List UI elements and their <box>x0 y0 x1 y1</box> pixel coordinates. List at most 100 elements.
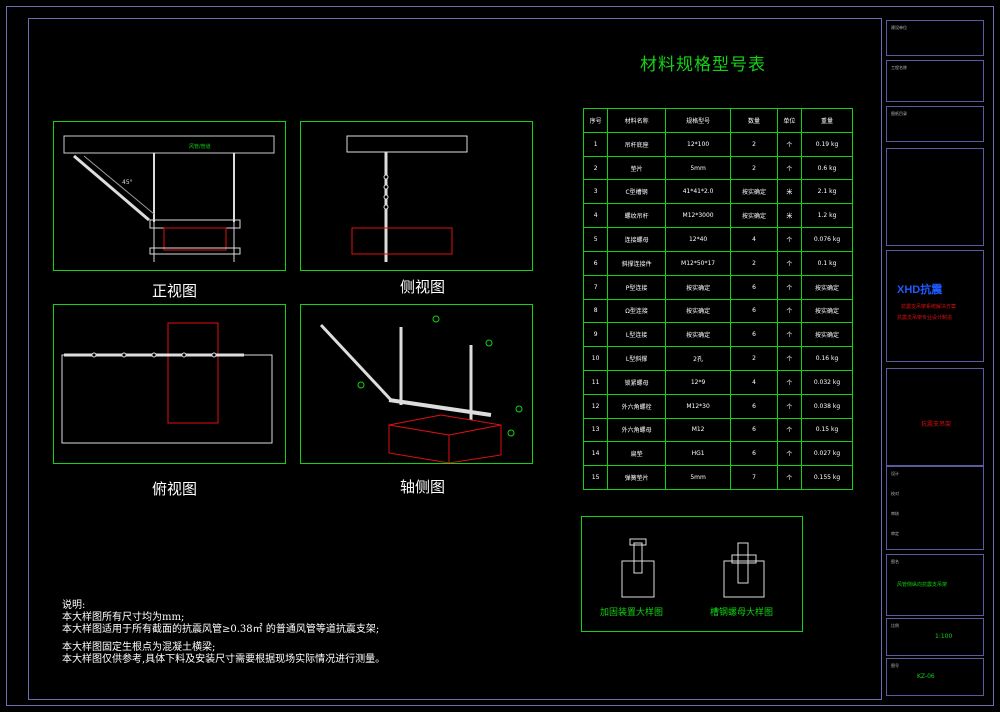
table-cell: 个 <box>776 465 803 490</box>
company-logo: XHD抗震 <box>897 284 943 296</box>
table-cell: 个 <box>776 322 803 348</box>
company-slogan: 抗震支吊架系统解决方案 <box>901 304 957 310</box>
table-cell: L型斜撑 <box>607 346 666 371</box>
table-cell: 个 <box>776 298 803 324</box>
tb-cell-empty <box>886 148 984 246</box>
table-cell: 8 <box>582 298 609 324</box>
table-cell: 个 <box>776 441 803 467</box>
table-cell: 米 <box>776 179 803 205</box>
table-cell: 个 <box>776 274 803 300</box>
table-cell: M12 <box>664 417 732 443</box>
table-cell: 0.076 kg <box>801 227 853 252</box>
notes-line: 本大样图所有尺寸均为mm; <box>62 612 185 623</box>
table-cell: 0.15 kg <box>801 417 853 443</box>
table-cell: 按实确定 <box>801 274 853 300</box>
table-cell: 13 <box>582 417 609 443</box>
title-block: 建设单位 工程名称 图纸目录 XHD抗震 抗震支吊架系统解决方案 抗震支吊架专业… <box>884 18 986 698</box>
table-cell: 4 <box>730 227 778 252</box>
table-header-cell: 规格型号 <box>664 108 732 133</box>
table-cell: 按实确定 <box>730 203 778 229</box>
table-cell: 2 <box>730 250 778 276</box>
table-cell: 0.16 kg <box>801 346 853 371</box>
table-cell: 个 <box>776 227 803 252</box>
notes-line: 本大样图仅供参考,具体下料及安装尺寸需要根据现场实际情况进行测量。 <box>62 654 386 665</box>
table-cell: 12*40 <box>664 227 732 252</box>
table-cell: 10 <box>582 346 609 371</box>
tb-cell-scale: 比例 1:100 <box>886 618 984 656</box>
drawing-code: KZ-06 <box>917 673 935 680</box>
table-cell: 按实确定 <box>801 298 853 324</box>
table-cell: 按实确定 <box>664 274 732 300</box>
plan-view-box <box>53 304 286 464</box>
tb-label: 建设单位 <box>891 25 907 30</box>
notes-title: 说明: <box>62 600 86 611</box>
table-cell: 按实确定 <box>664 298 732 324</box>
table-cell: 外六角螺母 <box>607 417 666 443</box>
svg-text:风管/管道: 风管/管道 <box>189 143 211 150</box>
table-cell: 3 <box>582 179 609 205</box>
front-view-drawing: 风管/管道 45° <box>63 135 275 262</box>
tb-cell-owner: 建设单位 <box>886 20 984 56</box>
table-header-cell: 单位 <box>776 108 803 133</box>
table-title: 材料规格型号表 <box>640 55 766 75</box>
detail-label-right: 槽钢螺母大样图 <box>710 608 774 618</box>
detail-drawing <box>621 538 765 598</box>
tb-label: 工程名称 <box>891 65 907 70</box>
table-cell: 11 <box>582 369 609 395</box>
table-cell: 6 <box>730 393 778 419</box>
tb-label: 图名 <box>891 559 899 564</box>
tb-label: 审定 <box>891 531 899 536</box>
table-cell: 5 <box>582 227 609 252</box>
tb-cell-index: 图纸目录 <box>886 106 984 142</box>
table-cell: 个 <box>776 393 803 419</box>
table-cell: Ω型连接 <box>607 298 666 324</box>
inner-frame <box>28 18 882 700</box>
table-cell: 15 <box>582 465 609 490</box>
axo-view-drawing <box>319 315 523 464</box>
table-cell: 扁垫 <box>607 441 666 467</box>
table-cell: 5mm <box>664 155 732 181</box>
table-cell: L型连接 <box>607 322 666 348</box>
table-cell: 2 <box>582 155 609 181</box>
table-cell: 2 <box>730 346 778 371</box>
table-cell: 0.155 kg <box>801 465 853 490</box>
tb-cell-signatures: 设计 校对 审核 审定 <box>886 466 984 550</box>
table-cell: HG1 <box>664 441 732 467</box>
table-cell: 6 <box>730 417 778 443</box>
table-cell: 按实确定 <box>801 322 853 348</box>
table-cell: 4 <box>582 203 609 229</box>
table-cell: 个 <box>776 250 803 276</box>
table-cell: 6 <box>730 322 778 348</box>
table-cell: 吊杆底座 <box>607 131 666 157</box>
drawing-name: 风管侧纵向抗震支吊架 <box>897 582 948 588</box>
side-view-drawing <box>346 135 468 262</box>
table-cell: 连接螺母 <box>607 227 666 252</box>
table-cell: 2.1 kg <box>801 179 853 205</box>
table-header-row: 序号材料名称规格型号数量单位重量 <box>582 108 853 133</box>
table-cell: 6 <box>730 274 778 300</box>
table-cell: M12*3000 <box>664 203 732 229</box>
table-cell: 米 <box>776 203 803 229</box>
table-cell: 弹簧垫片 <box>607 465 666 490</box>
table-cell: 0.032 kg <box>801 369 853 395</box>
table-cell: 9 <box>582 322 609 348</box>
tb-cell-project: 工程名称 <box>886 60 984 102</box>
notes-line: 本大样图适用于所有截面的抗震风管≥0.38㎡ 的普通风管等道抗震支架; <box>62 624 380 635</box>
table-cell: 斜撑连接件 <box>607 250 666 276</box>
table-cell: 12 <box>582 393 609 419</box>
table-cell: 6 <box>730 441 778 467</box>
table-cell: 0.19 kg <box>801 131 853 157</box>
table-cell: 2 <box>730 131 778 157</box>
table-cell: 6 <box>730 298 778 324</box>
table-cell: M12*50*17 <box>664 250 732 276</box>
table-cell: P型连接 <box>607 274 666 300</box>
